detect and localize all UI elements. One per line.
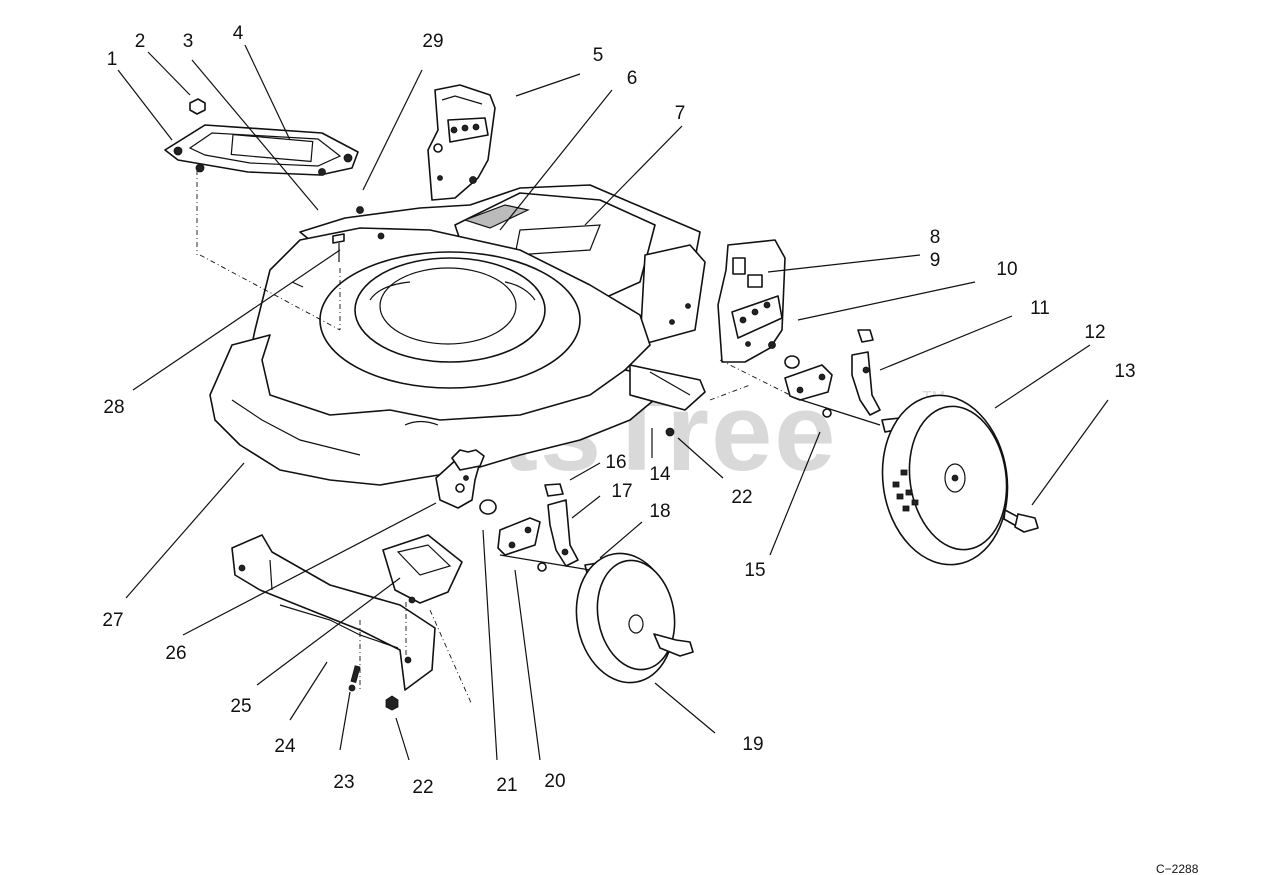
callout-22-bottom: 22	[412, 777, 433, 798]
callout-19: 19	[742, 734, 763, 755]
front-wheel-part-19	[575, 552, 694, 684]
rear-axle-assembly	[709, 329, 906, 433]
wheel-tread	[892, 469, 919, 512]
mower-deck-housing	[199, 184, 706, 486]
nut-part-2	[189, 98, 206, 115]
callout-28: 28	[103, 397, 124, 418]
callout-12: 12	[1084, 322, 1105, 343]
callout-6: 6	[627, 68, 638, 89]
callout-11: 11	[1030, 298, 1050, 319]
callout-20: 20	[544, 771, 565, 792]
callout-5: 5	[593, 45, 604, 66]
drawing-code: C−2288	[1156, 862, 1199, 875]
rear-wheel-part-12	[881, 394, 1009, 566]
callout-8: 8	[930, 227, 941, 248]
top-cover-plate	[164, 124, 359, 176]
deflector-part-25	[382, 534, 463, 604]
wheel-bolt-part-13	[1003, 509, 1039, 533]
callout-1: 1	[107, 49, 118, 70]
callout-29: 29	[422, 31, 443, 52]
callout-9: 9	[930, 250, 941, 271]
callout-3: 3	[183, 31, 194, 52]
screw-part-23	[348, 665, 361, 692]
callout-24: 24	[274, 736, 296, 757]
callout-26: 26	[165, 643, 186, 664]
height-bracket-part-8	[717, 239, 786, 363]
callout-4: 4	[233, 23, 244, 44]
leader-lines	[117, 44, 1109, 761]
callout-16: 16	[605, 452, 626, 473]
front-height-gear-part-26	[435, 449, 485, 509]
callout-13: 13	[1114, 361, 1135, 382]
callout-23: 23	[333, 772, 354, 793]
callout-7: 7	[675, 103, 686, 124]
nut-part-22	[385, 695, 399, 711]
front-skirt-part-24	[231, 534, 436, 691]
callout-14: 14	[649, 464, 671, 485]
front-axle-assembly	[479, 427, 675, 578]
callout-21: 21	[496, 775, 517, 796]
bolt-part-28	[332, 233, 345, 262]
callout-18: 18	[649, 501, 670, 522]
callout-25: 25	[230, 696, 251, 717]
callout-27: 27	[102, 610, 123, 631]
callout-15: 15	[744, 560, 765, 581]
callout-10: 10	[996, 259, 1017, 280]
height-bracket-part-5	[427, 84, 496, 201]
callout-17: 17	[611, 481, 632, 502]
callout-labels: 1 2 3 4 29 5 6 7 8 9 10 11 12 13 28 16 1…	[102, 23, 1135, 798]
callout-2: 2	[135, 31, 146, 52]
callout-22-right: 22	[731, 487, 752, 508]
